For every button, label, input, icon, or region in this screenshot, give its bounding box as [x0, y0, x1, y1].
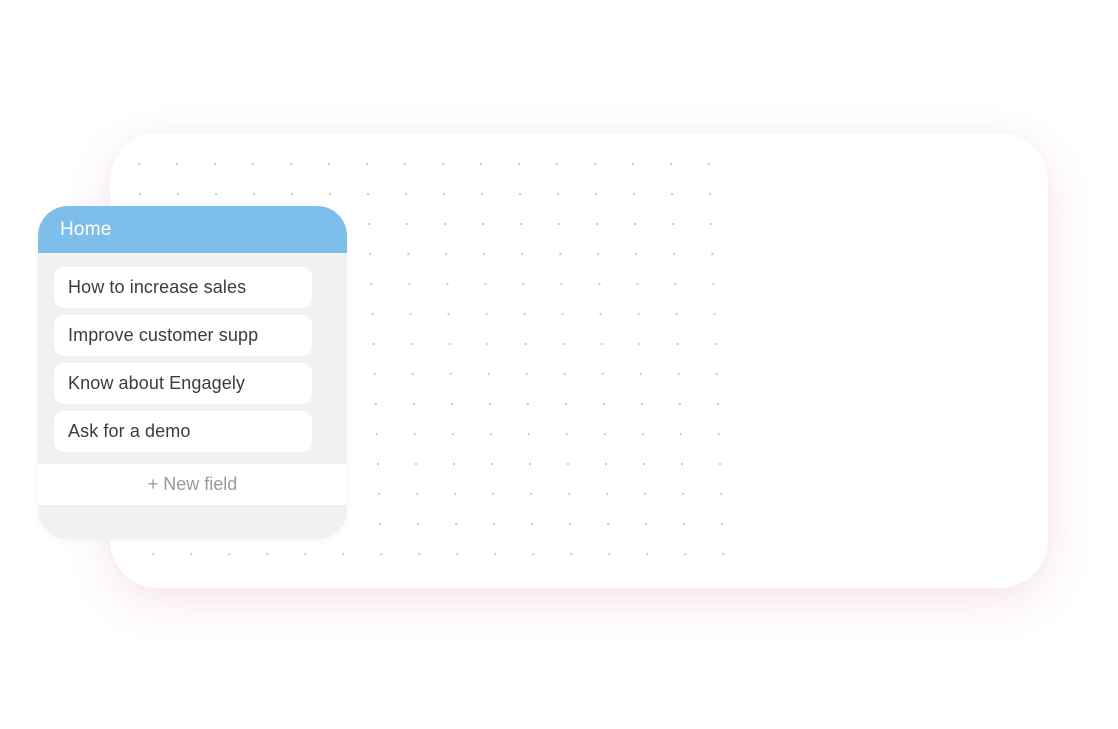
option-increase-sales[interactable]: How to increase sales: [54, 267, 312, 308]
node-title: Home: [60, 218, 112, 240]
add-new-field-button[interactable]: + New field: [38, 464, 347, 505]
new-field-label: + New field: [147, 474, 238, 494]
option-improve-customer-support[interactable]: Improve customer supp: [54, 315, 312, 356]
option-label: Know about Engagely: [68, 373, 246, 393]
option-know-about-engagely[interactable]: Know about Engagely: [54, 363, 312, 404]
option-label: Improve customer supp: [68, 325, 259, 345]
option-label: Ask for a demo: [68, 421, 191, 441]
option-label: How to increase sales: [68, 277, 247, 297]
node-header[interactable]: Home: [38, 206, 347, 253]
node-options-list: How to increase sales Improve customer s…: [38, 253, 347, 452]
flow-node-home[interactable]: Home How to increase sales Improve custo…: [38, 206, 347, 539]
option-ask-for-demo[interactable]: Ask for a demo: [54, 411, 312, 452]
